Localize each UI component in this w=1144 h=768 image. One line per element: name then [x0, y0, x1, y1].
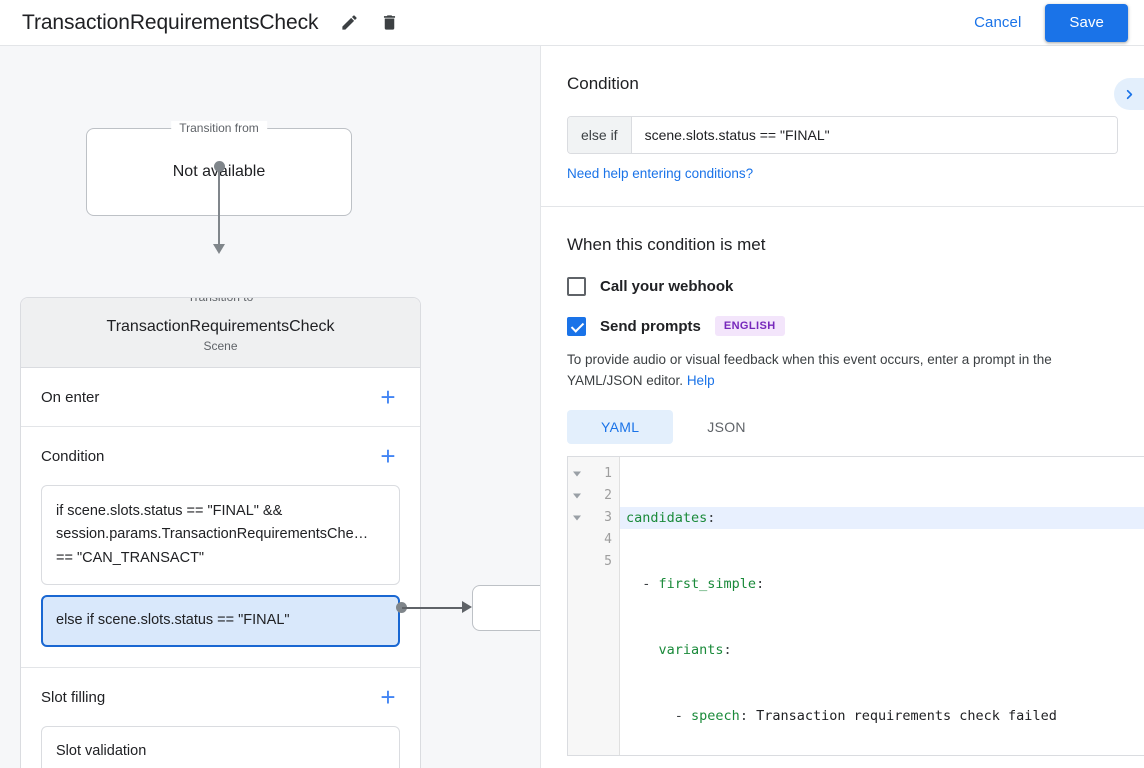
- edge-horizontal-line: [402, 607, 464, 609]
- code-colon: :: [707, 509, 716, 526]
- section-on-enter: On enter +: [21, 368, 420, 427]
- code-line: - first_simple:: [620, 573, 1144, 595]
- scene-card-header[interactable]: Transition to TransactionRequirementsChe…: [21, 297, 420, 368]
- pencil-icon[interactable]: [334, 8, 364, 38]
- condition-input-row[interactable]: else if: [567, 116, 1118, 154]
- section-header-condition: Condition +: [41, 427, 400, 485]
- slot-filling-list: Slot validation TransactionRequirementsC…: [41, 726, 400, 768]
- condition-item[interactable]: if scene.slots.status == "FINAL" && sess…: [41, 485, 400, 586]
- code-key: candidates: [626, 509, 708, 526]
- edge-arrow-down-icon: [213, 244, 225, 254]
- gutter-line: 5: [568, 551, 619, 573]
- fold-triangle-icon[interactable]: [573, 471, 581, 477]
- when-condition-met-block: When this condition is met Call your web…: [541, 207, 1144, 756]
- section-condition: Condition + if scene.slots.status == "FI…: [21, 427, 420, 669]
- code-line: candidates:: [620, 506, 1144, 529]
- edge-arrow-right-icon: [462, 601, 472, 613]
- condition-help-link[interactable]: Need help entering conditions?: [567, 166, 754, 181]
- edge-condition-dot: [396, 602, 407, 613]
- save-button[interactable]: Save: [1045, 3, 1128, 42]
- section-slot-filling: Slot filling + Slot validation Transacti…: [21, 668, 420, 768]
- code-colon: :: [756, 575, 765, 592]
- code-indent: [626, 576, 642, 592]
- gutter-line: 1: [568, 463, 619, 485]
- line-number: 5: [604, 554, 612, 570]
- tab-yaml[interactable]: YAML: [567, 409, 674, 444]
- page-title: TransactionRequirementsCheck: [22, 10, 319, 34]
- scene-title: TransactionRequirementsCheck: [106, 318, 335, 335]
- editor-code-area[interactable]: candidates: - first_simple: variants: - …: [620, 456, 1144, 755]
- prompts-helper-sentence: To provide audio or visual feedback when…: [567, 352, 1052, 388]
- line-number: 3: [604, 510, 612, 526]
- tab-json[interactable]: JSON: [707, 418, 746, 435]
- slot-filling-item[interactable]: Slot validation: [41, 726, 400, 768]
- scene-card: Transition to TransactionRequirementsChe…: [20, 297, 421, 768]
- yaml-editor[interactable]: 1 2 3 4 5 candidates: -: [567, 455, 1144, 756]
- trash-icon[interactable]: [374, 8, 404, 38]
- cancel-button[interactable]: Cancel: [962, 6, 1033, 39]
- webhook-checkbox-row[interactable]: Call your webhook: [567, 277, 1118, 296]
- chevron-right-icon[interactable]: [1114, 78, 1144, 110]
- condition-block: Condition else if Need help entering con…: [541, 46, 1144, 183]
- scene-subtitle: Scene: [203, 339, 238, 353]
- section-header-slot-filling: Slot filling +: [41, 668, 400, 726]
- editor-gutter: 1 2 3 4 5: [568, 456, 620, 755]
- gutter-line: 3: [568, 507, 619, 529]
- when-met-heading: When this condition is met: [567, 235, 766, 254]
- code-value: Transaction requirements check failed: [747, 707, 1057, 724]
- section-divider: [541, 206, 1144, 207]
- add-slot-filling-icon[interactable]: +: [380, 682, 396, 713]
- code-colon: :: [723, 641, 732, 658]
- code-line: - speech: Transaction requirements check…: [620, 705, 1144, 727]
- call-webhook-checkbox[interactable]: [567, 277, 586, 296]
- line-number: 1: [604, 466, 612, 482]
- condition-list: if scene.slots.status == "FINAL" && sess…: [41, 485, 400, 667]
- condition-item-selected[interactable]: else if scene.slots.status == "FINAL": [41, 595, 400, 648]
- call-webhook-label: Call your webhook: [600, 278, 734, 295]
- code-dash: -: [674, 707, 692, 724]
- code-dash: -: [642, 575, 659, 592]
- add-on-enter-icon[interactable]: +: [380, 382, 396, 412]
- section-title-slot-filling: Slot filling: [41, 688, 106, 706]
- section-header-on-enter: On enter +: [41, 368, 400, 426]
- add-condition-icon[interactable]: +: [380, 441, 396, 471]
- prompts-helper-text: To provide audio or visual feedback when…: [567, 350, 1118, 392]
- send-prompts-checkbox[interactable]: [567, 316, 586, 336]
- section-title-condition: Condition: [41, 447, 105, 465]
- language-badge: ENGLISH: [714, 316, 785, 336]
- condition-heading: Condition: [567, 74, 639, 93]
- send-prompts-checkbox-row[interactable]: Send prompts ENGLISH: [567, 316, 1118, 336]
- section-title-on-enter: On enter: [41, 388, 100, 406]
- code-key: speech: [691, 707, 740, 724]
- panel-divider[interactable]: [540, 46, 541, 768]
- code-indent: [626, 708, 675, 724]
- details-panel: Condition else if Need help entering con…: [541, 46, 1144, 768]
- condition-prefix-label: else if: [568, 117, 632, 153]
- flow-canvas[interactable]: Transition from Not available Transition…: [0, 46, 540, 768]
- gutter-line: 4: [568, 529, 619, 551]
- transition-to-legend: Transition to: [179, 297, 262, 304]
- app-header: TransactionRequirementsCheck Cancel Save: [0, 0, 1144, 46]
- edge-vertical-line: [218, 166, 220, 246]
- transition-from-legend: Transition from: [171, 121, 267, 135]
- code-indent: [626, 642, 659, 658]
- code-key: first_simple: [658, 575, 757, 592]
- code-key: variants: [658, 641, 724, 658]
- code-colon: :: [739, 707, 748, 724]
- condition-expression-input[interactable]: [631, 117, 1117, 153]
- prompts-help-link[interactable]: Help: [686, 372, 715, 388]
- editor-format-tabs: YAML JSON: [567, 409, 1118, 444]
- send-prompts-label: Send prompts: [600, 317, 701, 335]
- next-node-partial[interactable]: [472, 585, 540, 631]
- line-number: 2: [604, 488, 612, 504]
- fold-triangle-icon[interactable]: [573, 493, 581, 499]
- fold-triangle-icon[interactable]: [573, 515, 581, 521]
- gutter-line: 2: [568, 485, 619, 507]
- line-number: 4: [604, 532, 612, 548]
- code-line: variants:: [620, 639, 1144, 661]
- header-icon-group: [334, 8, 404, 38]
